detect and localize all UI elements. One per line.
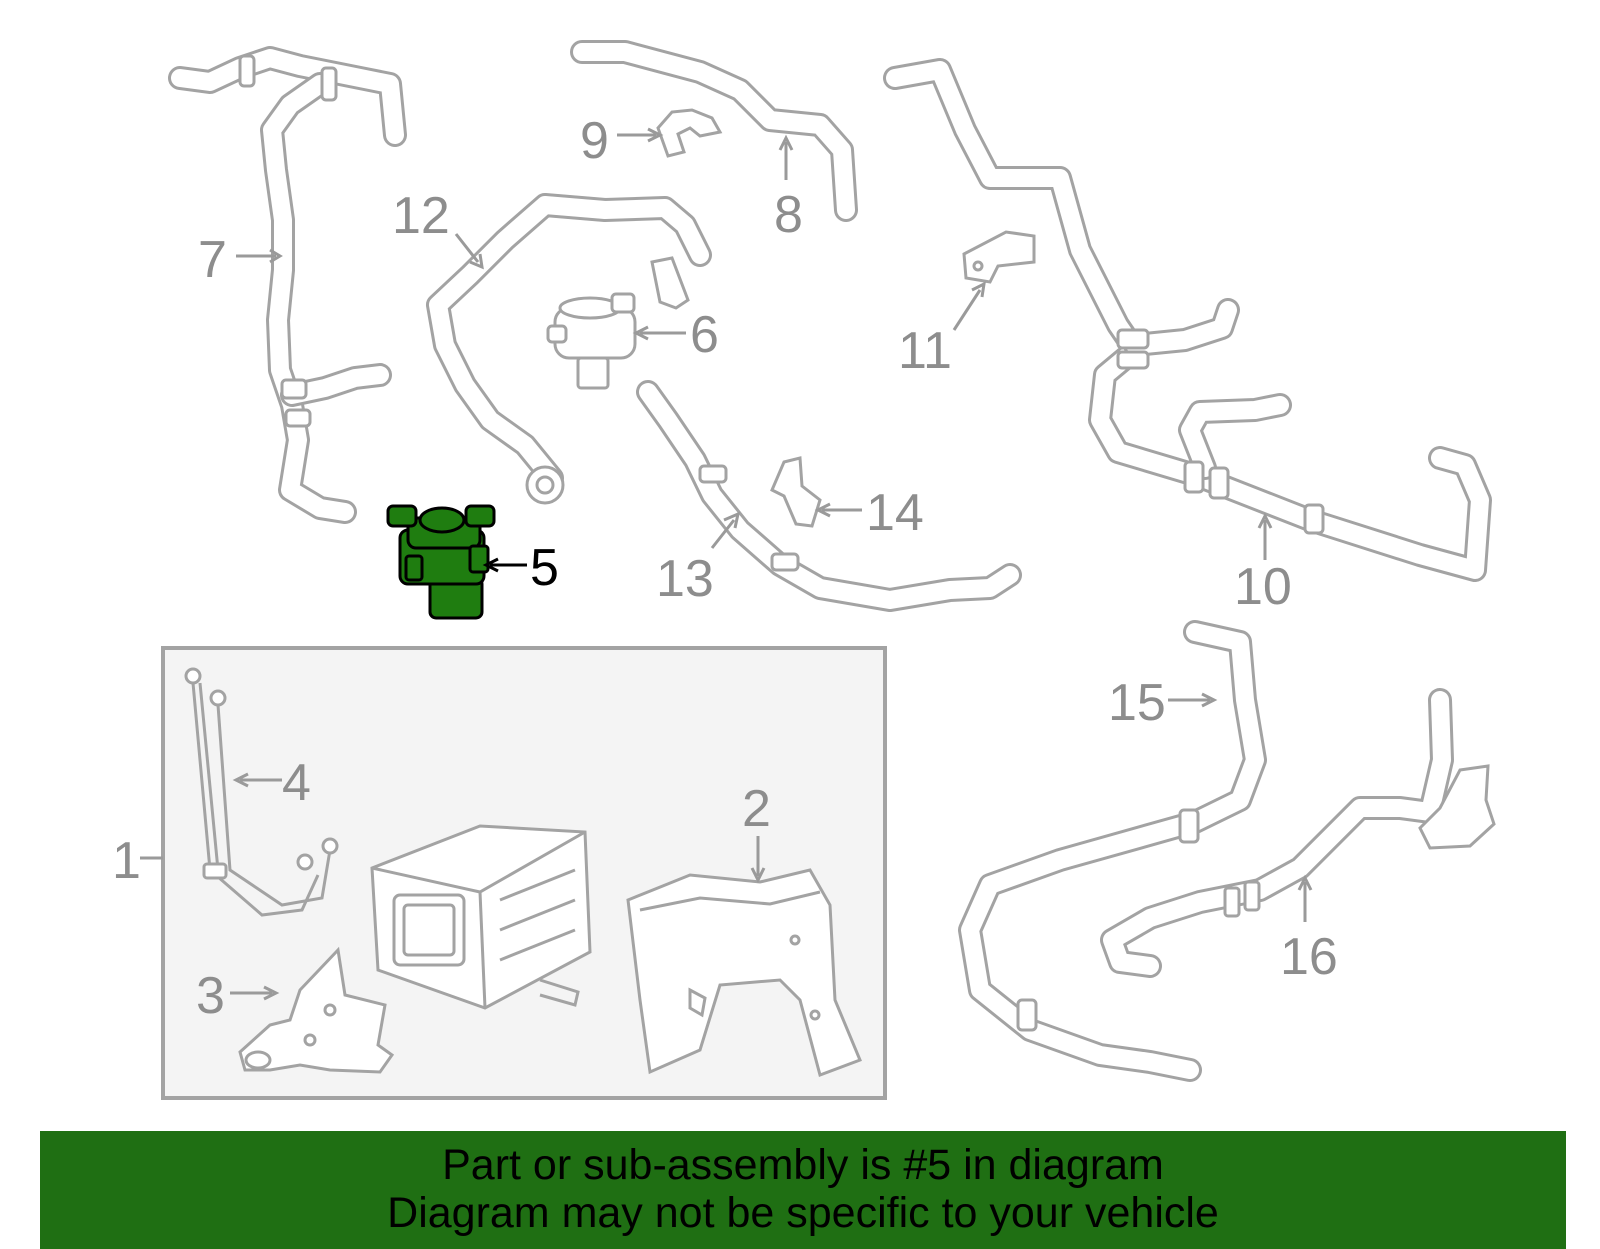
callout-7: 7 — [198, 231, 227, 289]
callout-12: 12 — [392, 187, 450, 245]
part-2-cover — [626, 868, 862, 1077]
callout-3: 3 — [196, 967, 225, 1025]
part-15-hose — [958, 620, 1267, 1082]
leader-lines — [140, 127, 1313, 1001]
part-16-hose — [1100, 688, 1496, 978]
callout-10: 10 — [1234, 558, 1292, 616]
part-3-bracket — [238, 946, 395, 1074]
banner-line-disclaimer: Diagram may not be specific to your vehi… — [387, 1189, 1219, 1237]
callout-1: 1 — [112, 832, 141, 890]
part-11-bracket — [962, 230, 1036, 284]
callout-6: 6 — [690, 306, 719, 364]
callout-2: 2 — [742, 780, 771, 838]
part-5-valve-highlighted[interactable] — [386, 504, 496, 620]
callout-14: 14 — [866, 484, 924, 542]
callout-8: 8 — [774, 186, 803, 244]
part-6-pump — [546, 292, 637, 390]
banner-line-part: Part or sub-assembly is #5 in diagram — [442, 1141, 1164, 1189]
part-14-bracket — [770, 456, 822, 528]
part-9-clip — [656, 108, 723, 158]
callout-9: 9 — [580, 112, 609, 170]
part-8-hose — [570, 40, 858, 222]
part-10-hose — [883, 58, 1492, 582]
part-13-hose — [636, 380, 1022, 612]
callout-4: 4 — [282, 754, 311, 812]
part-1-module — [370, 824, 592, 1010]
callout-16: 16 — [1280, 928, 1338, 986]
info-banner: Part or sub-assembly is #5 in diagram Di… — [40, 1131, 1566, 1249]
callout-11: 11 — [898, 322, 952, 380]
part-12-hose — [426, 193, 712, 505]
callout-5: 5 — [530, 539, 559, 597]
part-4-cable — [184, 667, 339, 917]
callout-15: 15 — [1108, 674, 1166, 732]
callout-13: 13 — [656, 550, 714, 608]
part-7-hose — [168, 46, 407, 524]
